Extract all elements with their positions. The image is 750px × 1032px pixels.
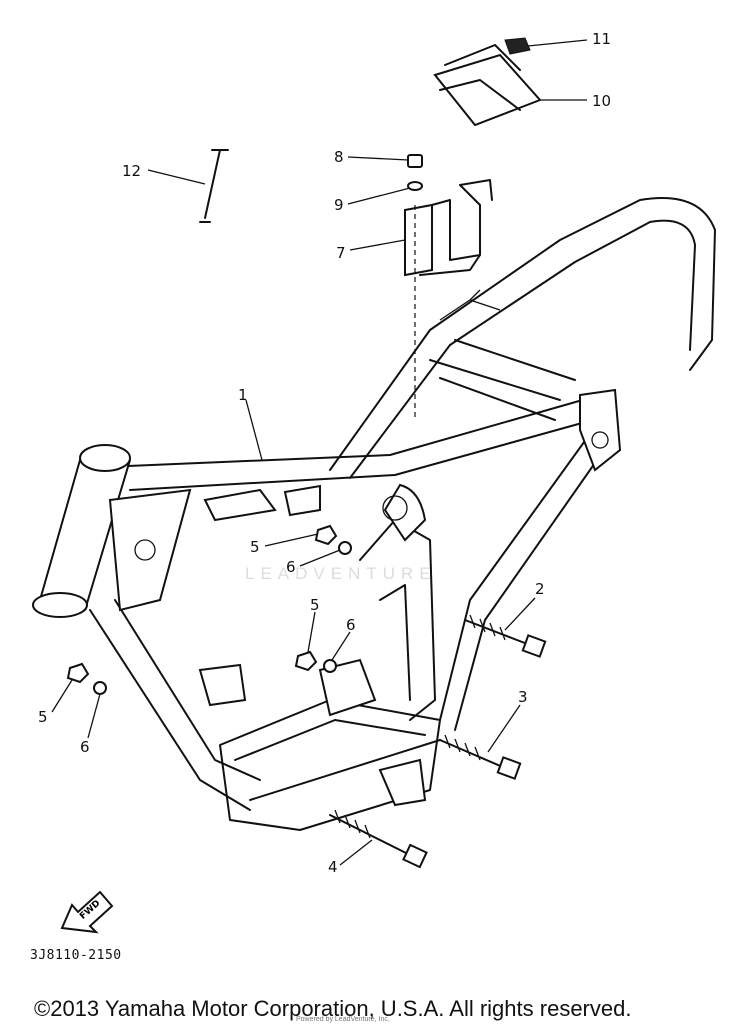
callout-9: 9 [334,196,344,214]
washer-6c [93,681,107,695]
washer-6a [338,541,352,555]
frame-assembly [32,197,716,831]
watermark: LEADVENTURE [245,564,437,583]
callout-6c: 6 [80,738,90,756]
battery-bracket [404,179,493,420]
callout-10: 10 [592,92,611,110]
callout-11: 11 [592,30,611,48]
callout-8: 8 [334,148,344,166]
powered-by-note: Powered by LeadVenture, Inc. [296,1016,390,1023]
washer-6b [323,659,337,673]
callout-6b: 6 [346,616,356,634]
leader-lines [51,39,588,866]
nut-5b [294,650,318,672]
callout-5a: 5 [250,538,260,556]
callout-5b: 5 [310,596,320,614]
bolt-4 [329,809,428,869]
clip-11 [504,37,531,55]
bolt-2 [464,614,547,658]
callout-6a: 6 [286,558,296,576]
callout-7: 7 [336,244,346,262]
callout-5c: 5 [38,708,48,726]
washer-9 [407,181,423,191]
nut-5c [66,662,90,684]
callout-12: 12 [122,162,141,180]
callout-3: 3 [518,688,528,706]
fwd-arrow-icon: FWD [60,890,114,934]
copyright-notice: ©2013 Yamaha Motor Corporation, U.S.A. A… [34,996,632,1021]
callout-1: 1 [238,386,248,404]
callout-4: 4 [328,858,338,876]
cover-10 [433,44,542,127]
bolt-3 [439,734,522,780]
nut-5a [314,524,338,546]
callout-2: 2 [535,580,545,598]
bolt-8 [407,154,423,168]
callout-numbers: 1 2 3 4 5 5 5 6 6 6 7 8 9 10 11 12 [38,30,611,876]
strap-12 [199,149,229,223]
diagram-part-code: 3J8110-2150 [30,948,122,963]
